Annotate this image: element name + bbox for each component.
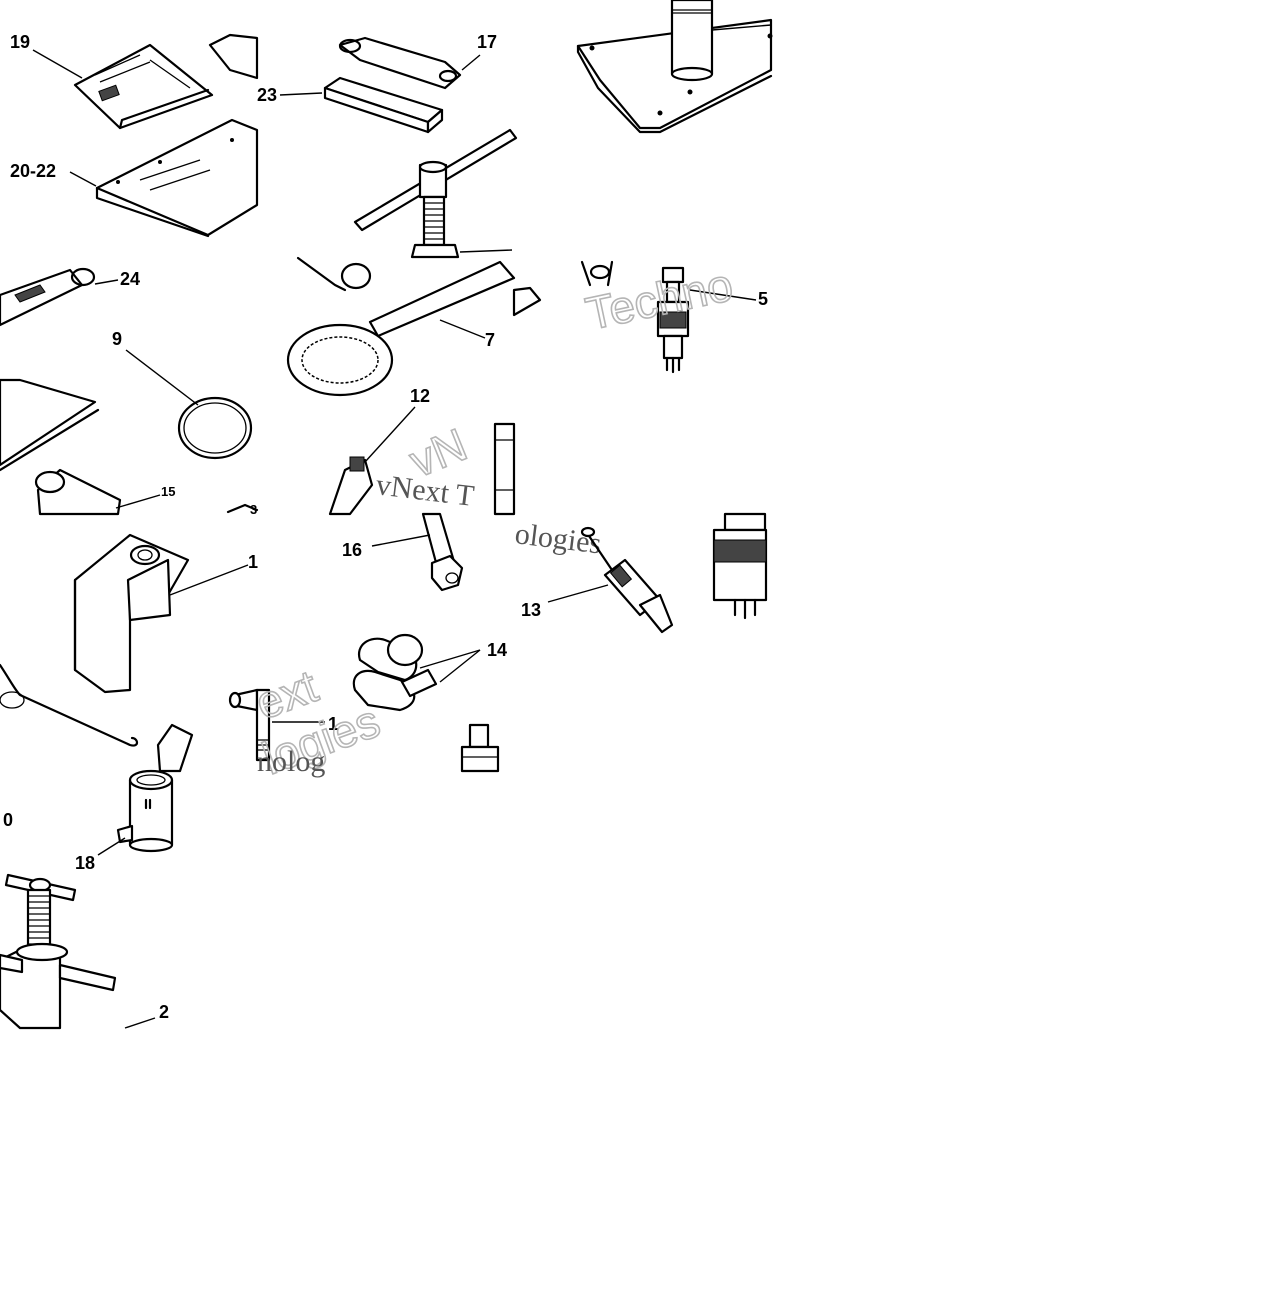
tile-bracket-hook: 1 bbox=[0, 533, 259, 773]
tile-wrench-bar-puller: 17 23 bbox=[257, 32, 518, 259]
callout-19: 19 bbox=[10, 32, 30, 52]
toothed-spanner-7 bbox=[286, 260, 516, 397]
callout-12: 12 bbox=[410, 386, 430, 406]
tile-tool-13: ologies 13 bbox=[513, 512, 768, 634]
tube-18-upper bbox=[156, 723, 194, 773]
wire-hook bbox=[0, 663, 139, 747]
tile-tool-ring-sleeve: 24 9 15 3 bbox=[0, 267, 259, 517]
callout-1b: 1 bbox=[328, 714, 338, 734]
callout-16: 16 bbox=[342, 540, 362, 560]
callout-7: 7 bbox=[485, 330, 495, 350]
callout-1a: 1 bbox=[248, 552, 258, 572]
puller-13 bbox=[580, 526, 674, 634]
pin-tool bbox=[228, 688, 259, 712]
folded-pouch bbox=[208, 33, 259, 80]
hex-socket-16 bbox=[421, 512, 464, 592]
tile-manuals: 19 20-22 bbox=[10, 32, 259, 238]
folder-flat bbox=[0, 378, 100, 472]
tube-18 bbox=[116, 769, 174, 853]
tile-socket-clamps: 16 14 1 ext logies nolog bbox=[248, 512, 507, 785]
callout-10: 0 bbox=[3, 810, 13, 830]
callout-15: 15 bbox=[161, 484, 175, 499]
callout-2: 2 bbox=[159, 1002, 169, 1022]
callout-24: 24 bbox=[120, 269, 140, 289]
knurled-cylinder bbox=[712, 512, 768, 620]
t-press-2 bbox=[0, 873, 117, 1030]
callout-5: 5 bbox=[758, 289, 768, 309]
callout-13: 13 bbox=[521, 600, 541, 620]
valve-tool-5 bbox=[656, 266, 690, 374]
t-handle-puller bbox=[353, 128, 518, 259]
tile-base-plate bbox=[576, 0, 773, 134]
tool-1-lower bbox=[255, 688, 271, 762]
tile-tube-press: 0 18 2 bbox=[0, 769, 174, 1030]
booklet-19 bbox=[73, 43, 214, 130]
manual-20-22 bbox=[95, 118, 259, 238]
stud-tool bbox=[460, 723, 500, 773]
o-ring-9 bbox=[177, 396, 253, 460]
callout-23: 23 bbox=[257, 85, 277, 105]
square-bar-23 bbox=[323, 76, 444, 134]
callout-9: 9 bbox=[112, 329, 122, 349]
split-collars-14 bbox=[352, 633, 438, 712]
sleeve-15 bbox=[34, 468, 122, 516]
callout-18: 18 bbox=[75, 853, 95, 873]
callout-17: 17 bbox=[477, 32, 497, 52]
tile-valve-tool: 5 Techno bbox=[512, 257, 768, 374]
tool-12 bbox=[328, 456, 374, 516]
callout-14: 14 bbox=[487, 640, 507, 660]
callout-20-22: 20-22 bbox=[10, 161, 56, 181]
tile-spanner-7: 7 12 vNext T vN bbox=[286, 256, 516, 516]
flat-tool-24 bbox=[0, 267, 96, 327]
ring-wrench-17 bbox=[338, 36, 462, 90]
watermark-nolog: nolog bbox=[257, 745, 325, 778]
bracket-1 bbox=[73, 533, 190, 694]
